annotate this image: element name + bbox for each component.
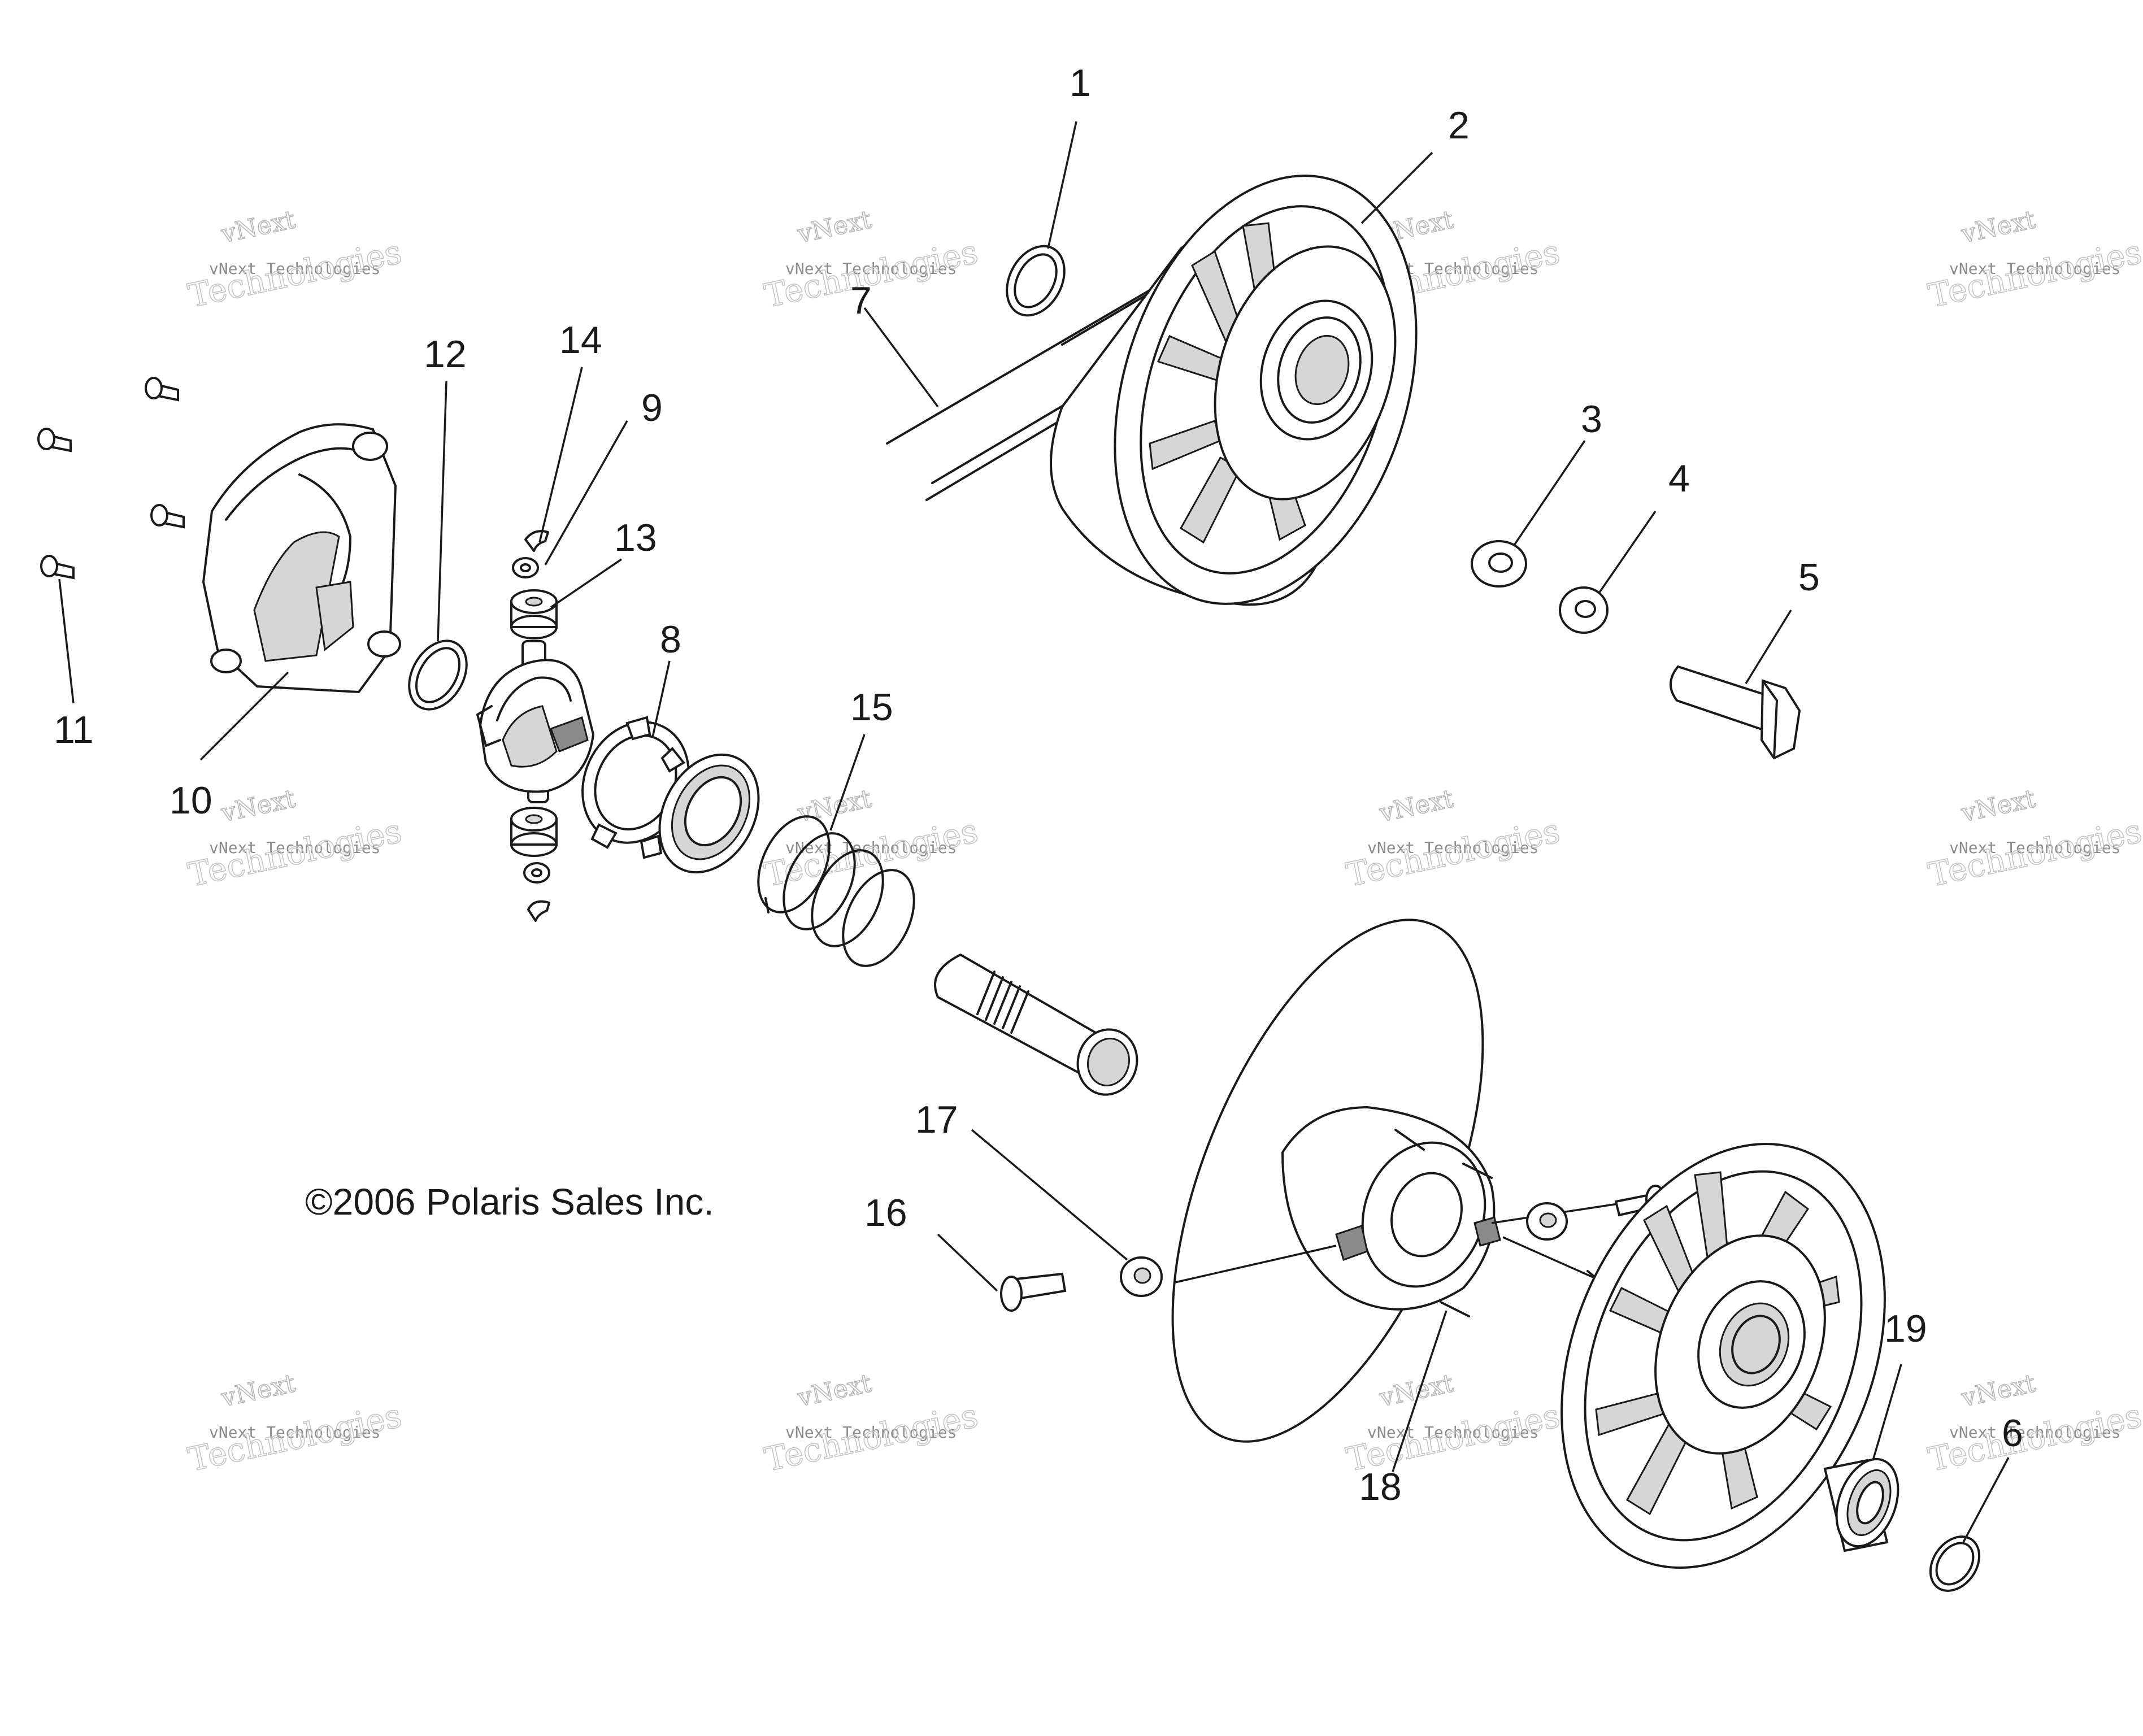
part-15-spring[interactable] xyxy=(744,805,928,977)
watermark: vNext vNext Technologies Technologies xyxy=(1342,1368,1563,1479)
part-17-roller[interactable] xyxy=(1120,1256,1163,1297)
svg-text:Technologies: Technologies xyxy=(1925,232,2143,315)
callout-6[interactable]: 6 xyxy=(2002,1412,2023,1455)
watermark: vNext vNext Technologies Technologies xyxy=(1342,784,1563,894)
watermark: vNext vNext Technologies Technologies xyxy=(184,205,405,315)
svg-text:vNext Technologies: vNext Technologies xyxy=(209,259,380,278)
svg-text:vNext Technologies: vNext Technologies xyxy=(1949,1423,2120,1442)
part-13-roller[interactable] xyxy=(510,589,558,857)
svg-text:vNext: vNext xyxy=(794,1369,874,1413)
callout-9[interactable]: 9 xyxy=(641,386,663,429)
part-1-snap-ring[interactable] xyxy=(996,236,1076,325)
callout-19[interactable]: 19 xyxy=(1884,1307,1927,1350)
part-14-e-clip[interactable] xyxy=(524,530,550,922)
callout-15[interactable]: 15 xyxy=(850,686,893,729)
svg-text:Technologies: Technologies xyxy=(1925,1396,2143,1478)
callout-14[interactable]: 14 xyxy=(559,319,602,362)
part-6-snap-ring[interactable] xyxy=(1920,1528,1989,1600)
callout-12[interactable]: 12 xyxy=(424,333,467,376)
part-5-hex-bolt[interactable] xyxy=(1670,665,1801,760)
watermark: vNext vNext Technologies Technologies xyxy=(760,1368,981,1479)
part-4-washer[interactable] xyxy=(1559,586,1609,634)
callout-18[interactable]: 18 xyxy=(1359,1465,1402,1508)
watermark: vNext vNext Technologies Technologies xyxy=(184,784,405,894)
helix[interactable] xyxy=(476,640,595,803)
watermark: vNext vNext Technologies Technologies xyxy=(1924,1368,2143,1479)
callout-17[interactable]: 17 xyxy=(915,1098,958,1141)
svg-text:Technologies: Technologies xyxy=(1925,811,2143,894)
leader-lines xyxy=(58,121,2010,1543)
spring-seat-plate[interactable] xyxy=(640,737,779,889)
part-3-washer[interactable] xyxy=(1471,540,1527,588)
callout-10[interactable]: 10 xyxy=(169,779,212,822)
callout-16[interactable]: 16 xyxy=(864,1191,907,1234)
part-16-pin[interactable] xyxy=(1000,1272,1067,1312)
svg-text:vNext: vNext xyxy=(1376,784,1456,828)
svg-text:vNext: vNext xyxy=(1958,784,2038,828)
svg-text:vNext Technologies: vNext Technologies xyxy=(1367,1423,1538,1442)
secondary-sheave-housing[interactable] xyxy=(1502,1095,1945,1616)
svg-text:vNext Technologies: vNext Technologies xyxy=(785,259,957,278)
part-19-bearing[interactable] xyxy=(1823,1451,1909,1555)
part-12-snap-ring[interactable] xyxy=(398,630,479,720)
callout-3[interactable]: 3 xyxy=(1581,398,1602,441)
callout-labels: 1 2 3 4 5 6 7 8 9 10 11 12 13 14 15 16 1… xyxy=(54,62,2023,1508)
callout-8[interactable]: 8 xyxy=(660,618,681,661)
moveable-sheave[interactable] xyxy=(1109,877,1546,1483)
svg-text:vNext Technologies: vNext Technologies xyxy=(1949,259,2120,278)
callout-11[interactable]: 11 xyxy=(54,708,94,751)
callout-4[interactable]: 4 xyxy=(1668,457,1690,500)
watermark: vNext vNext Technologies Technologies xyxy=(1924,205,2143,315)
svg-text:Technologies: Technologies xyxy=(1343,811,1563,894)
watermark: vNext vNext Technologies Technologies xyxy=(1924,784,2143,894)
callout-2[interactable]: 2 xyxy=(1448,104,1470,147)
svg-text:vNext: vNext xyxy=(1958,1369,2038,1413)
svg-text:vNext Technologies: vNext Technologies xyxy=(1367,838,1538,857)
svg-text:vNext Technologies: vNext Technologies xyxy=(209,1423,380,1442)
part-2-stationary-sheave[interactable] xyxy=(1050,137,1468,643)
part-18-pin[interactable] xyxy=(1394,1129,1493,1317)
part-10-helix-cover[interactable] xyxy=(202,423,401,694)
svg-text:vNext Technologies: vNext Technologies xyxy=(1949,838,2120,857)
watermark: vNext vNext Technologies Technologies xyxy=(184,1368,405,1479)
shaft-sleeve[interactable] xyxy=(934,953,1144,1101)
svg-text:Technologies: Technologies xyxy=(185,232,405,315)
svg-text:vNext: vNext xyxy=(218,205,298,249)
svg-text:Technologies: Technologies xyxy=(185,811,405,894)
copyright-notice: ©2006 Polaris Sales Inc. xyxy=(305,1181,714,1222)
part-11-bolts[interactable] xyxy=(37,377,185,580)
callout-7[interactable]: 7 xyxy=(850,279,872,322)
callout-1[interactable]: 1 xyxy=(1070,62,1091,105)
callout-13[interactable]: 13 xyxy=(614,516,657,559)
svg-text:vNext: vNext xyxy=(218,784,298,828)
svg-text:Technologies: Technologies xyxy=(761,1396,981,1478)
part-9-washer[interactable] xyxy=(512,557,550,884)
svg-text:vNext Technologies: vNext Technologies xyxy=(209,838,380,857)
svg-text:vNext: vNext xyxy=(218,1369,298,1413)
svg-text:vNext: vNext xyxy=(1958,205,2038,249)
svg-text:Technologies: Technologies xyxy=(185,1396,405,1478)
svg-text:vNext: vNext xyxy=(1376,1369,1456,1413)
svg-text:vNext Technologies: vNext Technologies xyxy=(785,1423,957,1442)
svg-text:vNext: vNext xyxy=(794,205,874,249)
callout-5[interactable]: 5 xyxy=(1798,556,1820,599)
